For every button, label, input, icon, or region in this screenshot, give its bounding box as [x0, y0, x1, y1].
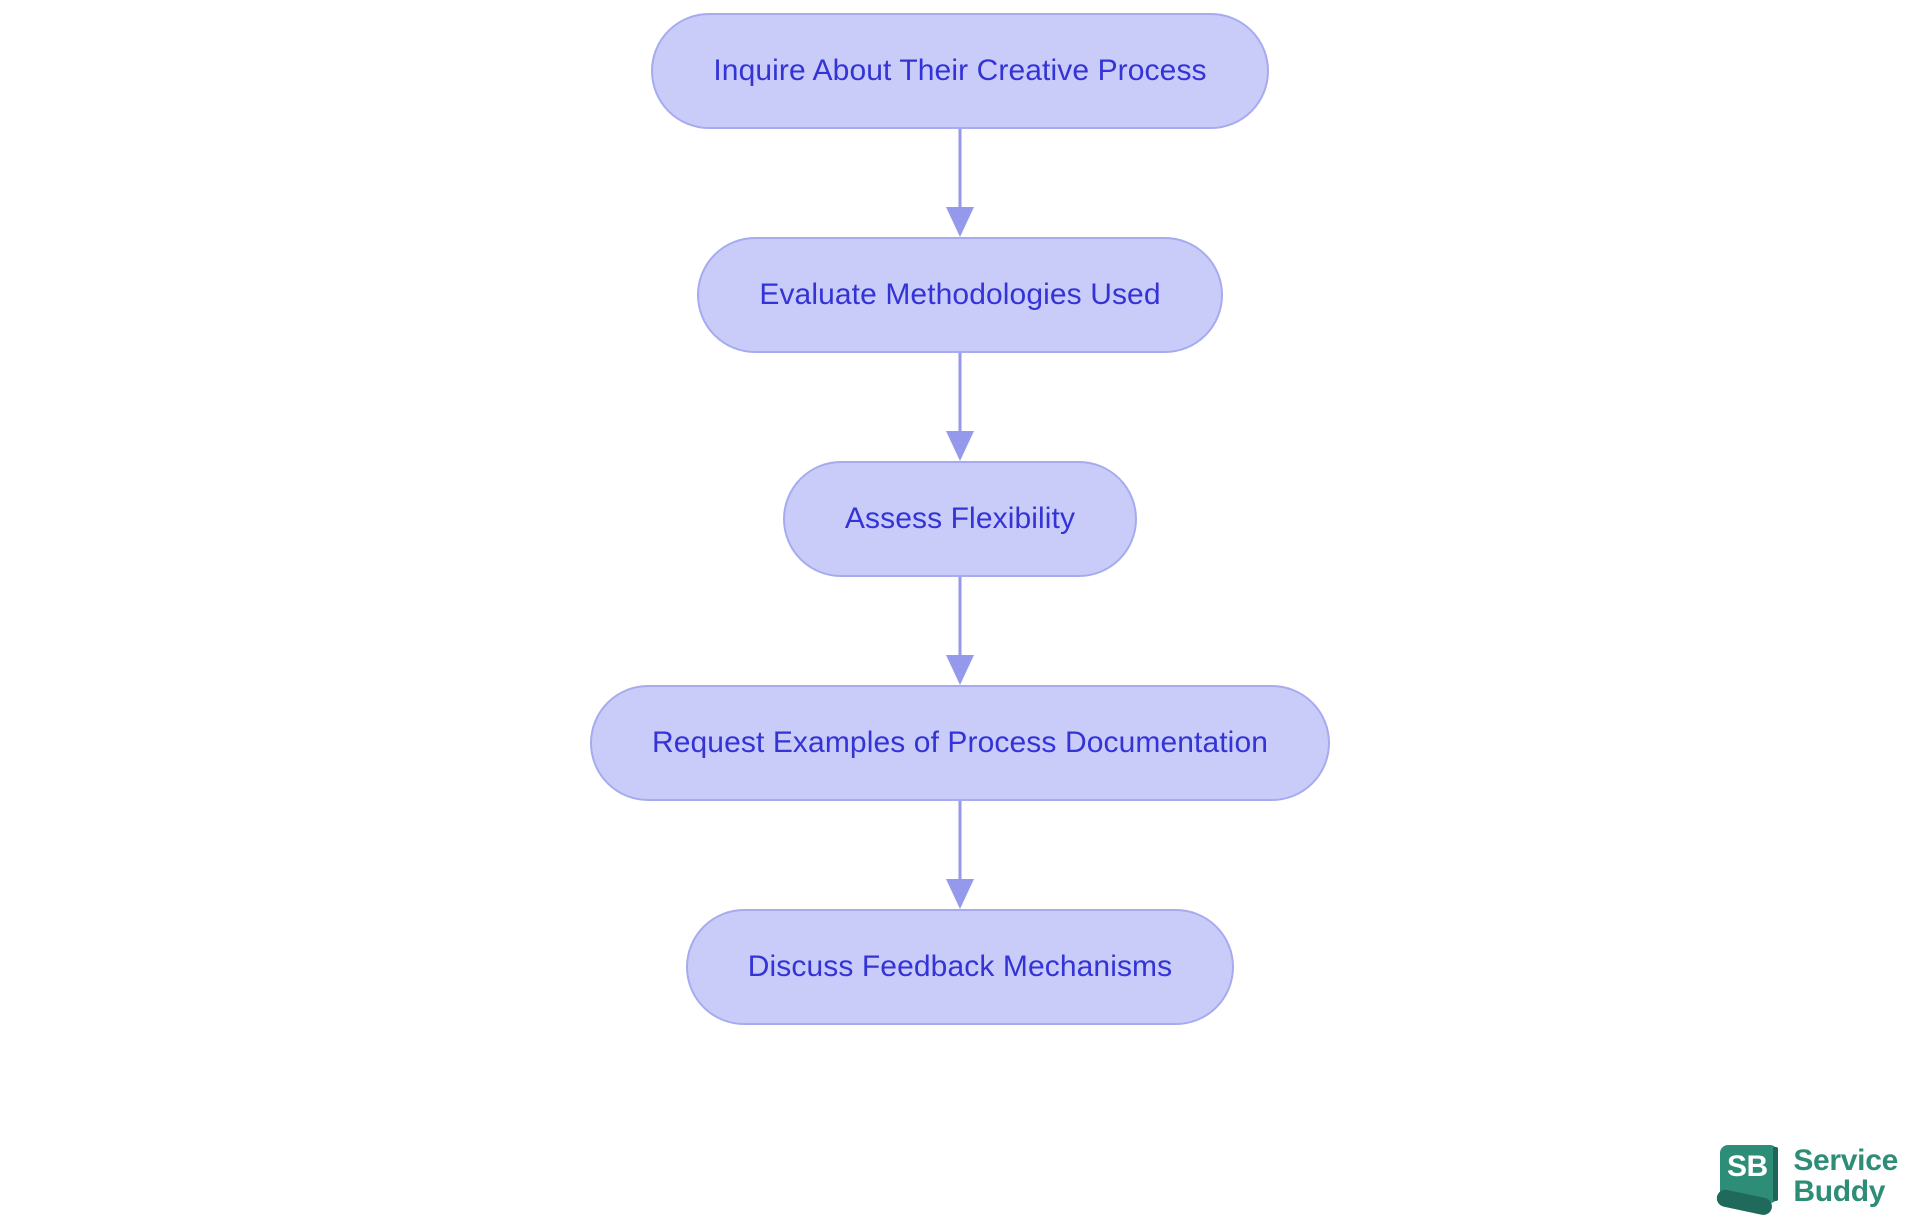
flow-node-label: Discuss Feedback Mechanisms — [747, 950, 1173, 983]
flow-edge-n1-to-n2 — [945, 353, 975, 461]
brand-wordmark-line2: Buddy — [1793, 1174, 1886, 1208]
brand-wordmark: Service Buddy — [1793, 1143, 1898, 1208]
service-buddy-mark-icon: SB — [1715, 1144, 1780, 1216]
flow-node-discuss-feedback-mechanisms[interactable]: Discuss Feedback Mechanisms — [685, 909, 1235, 1025]
arrow-down-icon — [946, 431, 974, 461]
flow-node-label: Evaluate Methodologies Used — [759, 278, 1161, 311]
flowchart-node-column: Inquire About Their Creative Process Eva… — [0, 13, 1920, 1025]
brand-initials: SB — [1726, 1149, 1768, 1183]
arrow-down-icon — [946, 207, 974, 237]
edge-line — [958, 577, 962, 655]
flow-edge-n3-to-n4 — [945, 801, 975, 909]
flow-node-inquire-about-their-creative-process[interactable]: Inquire About Their Creative Process — [651, 13, 1269, 129]
flow-node-request-examples-of-process-documentation[interactable]: Request Examples of Process Documentatio… — [589, 685, 1331, 801]
mark-edge-shape — [1773, 1146, 1779, 1201]
brand-wordmark-line1: Service — [1793, 1143, 1898, 1177]
flow-node-assess-flexibility[interactable]: Assess Flexibility — [782, 461, 1138, 577]
flow-node-label: Request Examples of Process Documentatio… — [651, 726, 1269, 759]
edge-line — [958, 801, 962, 879]
flow-node-label: Assess Flexibility — [844, 502, 1076, 535]
flow-edge-n0-to-n1 — [945, 129, 975, 237]
flow-edge-n2-to-n3 — [945, 577, 975, 685]
edge-line — [958, 129, 962, 207]
service-buddy-logo: SB Service Buddy — [1715, 1143, 1898, 1216]
arrow-down-icon — [946, 655, 974, 685]
flow-node-evaluate-methodologies-used[interactable]: Evaluate Methodologies Used — [697, 237, 1223, 353]
flow-node-label: Inquire About Their Creative Process — [713, 54, 1207, 87]
edge-line — [958, 353, 962, 431]
arrow-down-icon — [946, 879, 974, 909]
